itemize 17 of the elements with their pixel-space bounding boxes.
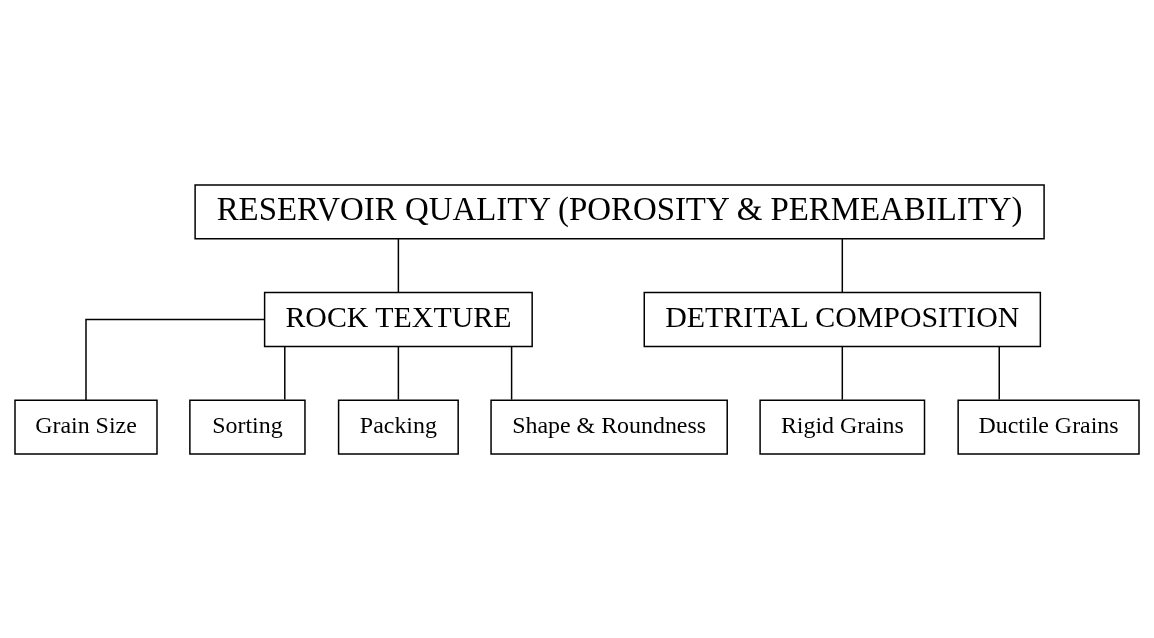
node-box: ROCK TEXTURE [263, 291, 533, 347]
node-box: Ductile Grains [957, 398, 1140, 455]
node-box: Packing [337, 398, 459, 455]
connector [998, 345, 1000, 400]
node-box: RESERVOIR QUALITY (POROSITY & PERMEABILITY) [194, 183, 1045, 240]
connector [85, 318, 266, 401]
node-box: Grain Size [14, 398, 158, 455]
connector [284, 345, 286, 400]
connector [510, 345, 513, 400]
connector [841, 237, 844, 293]
node-box: Shape & Roundness [490, 398, 728, 455]
connector [397, 237, 400, 293]
connector [841, 345, 844, 400]
node-box: DETRITAL COMPOSITION [643, 291, 1042, 347]
node-box: Rigid Grains [759, 398, 926, 455]
node-box: Sorting [189, 398, 306, 455]
connector [397, 345, 400, 400]
